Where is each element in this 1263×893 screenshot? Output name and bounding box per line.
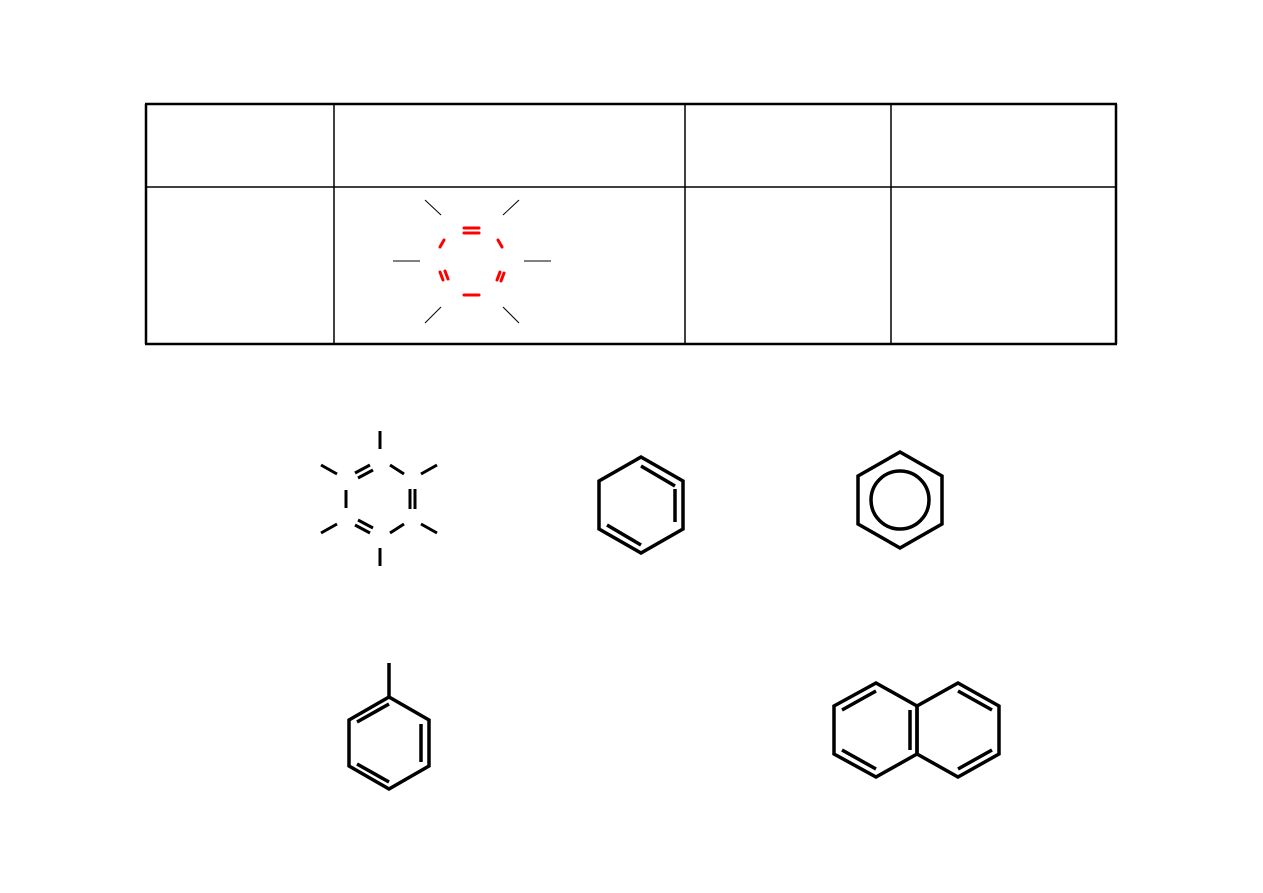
toluene-structure: [347, 663, 431, 792]
structure-table: [144, 102, 1118, 346]
benzene-ring: [856, 449, 944, 551]
double-bonds: [841, 689, 993, 771]
aromatic-circle: [869, 469, 931, 531]
double-bonds: [356, 702, 423, 784]
benzene-aromatic-structure: [856, 449, 944, 551]
table-grid-lines: [145, 104, 1117, 344]
right-ring: [915, 680, 1001, 780]
benzene-skeleton-structure: [320, 431, 438, 566]
highlighted-ring-bonds: [438, 226, 506, 297]
table-benzene-skeleton: [393, 199, 551, 324]
double-bonds: [606, 464, 677, 547]
outer-substituent-lines: [393, 199, 551, 324]
naphthalene-structure: [832, 680, 1001, 780]
benzene-kekule-structure: [597, 454, 685, 556]
left-ring: [832, 680, 919, 780]
table-outer-border: [144, 102, 1118, 346]
benzene-ring: [347, 694, 431, 792]
benzene-ring: [597, 454, 685, 556]
